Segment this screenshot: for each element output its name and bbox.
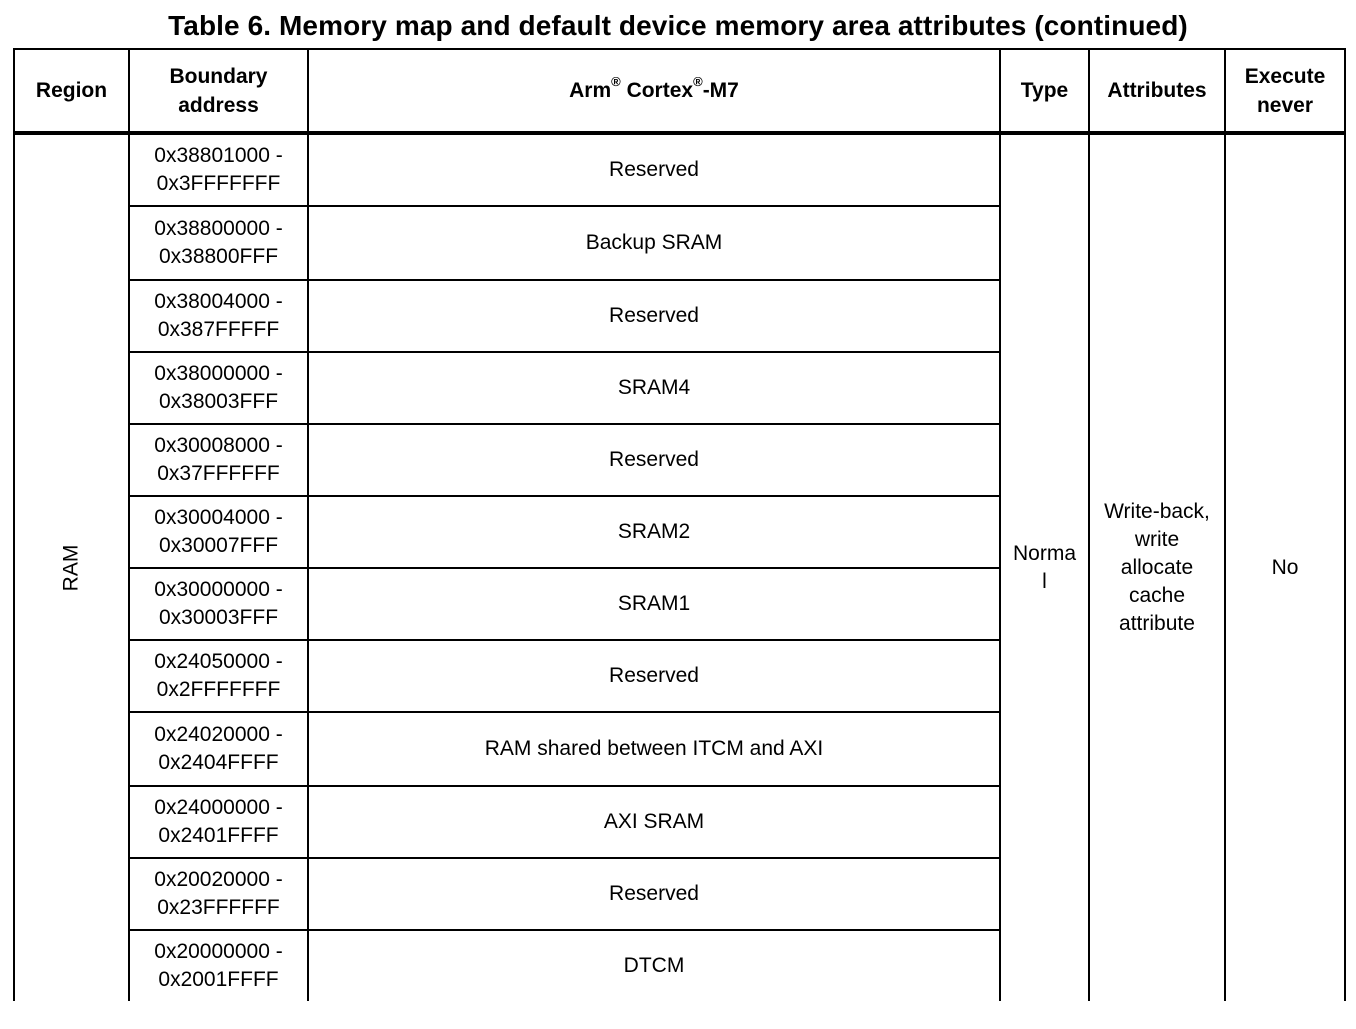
boundary-address-cell: 0x20020000 -0x23FFFFFF [128, 857, 309, 931]
area-name-cell: Reserved [307, 423, 1001, 497]
boundary-address-cell: 0x24020000 -0x2404FFFF [128, 711, 309, 787]
header-execute-line2: never [1256, 93, 1314, 117]
header-boundary-line2: address [178, 93, 259, 117]
table-row: 0x30008000 -0x37FFFFFF Reserved [14, 423, 1345, 497]
table-row: RAM 0x38801000 -0x3FFFFFFF Reserved Norm… [13, 132, 1346, 1001]
area-name-cell: Reserved [307, 639, 1001, 713]
registered-mark: ® [693, 74, 703, 89]
boundary-address-cell: 0x38004000 -0x387FFFFF [128, 279, 309, 353]
header-boundary-line1: Boundary [169, 64, 268, 88]
header-m7: -M7 [702, 79, 739, 102]
area-name-cell: SRAM1 [307, 567, 1001, 641]
area-name-cell: DTCM [307, 929, 1001, 1001]
boundary-address-cell: 0x30000000 -0x30003FFF [128, 567, 309, 641]
area-name-cell: RAM shared between ITCM and AXI [307, 711, 1001, 787]
table-row: 0x38000000 -0x38003FFF SRAM4 [14, 351, 1345, 425]
header-cortex: Cortex [620, 79, 694, 102]
header-attributes: Attributes [1088, 48, 1226, 135]
table-row: 0x30004000 -0x30007FFF SRAM2 [14, 495, 1345, 569]
attributes-cell: Write-back, write allocate cache attribu… [1088, 132, 1226, 1001]
type-line2: l [1042, 570, 1047, 593]
boundary-address-cell: 0x30004000 -0x30007FFF [128, 495, 309, 569]
table-row: 0x24050000 -0x2FFFFFFF Reserved [14, 639, 1345, 713]
type-cell: Norma l [999, 132, 1090, 1001]
table-row: 0x24020000 -0x2404FFFF RAM shared betwee… [14, 711, 1345, 787]
region-label: RAM [59, 544, 83, 592]
area-name-cell: Reserved [307, 132, 1001, 207]
boundary-address-cell: 0x24000000 -0x2401FFFF [128, 785, 309, 859]
boundary-address-cell: 0x30008000 -0x37FFFFFF [128, 423, 309, 497]
area-name-cell: SRAM4 [307, 351, 1001, 425]
table-row: 0x30000000 -0x30003FFF SRAM1 [14, 567, 1345, 641]
boundary-address-cell: 0x20000000 -0x2001FFFF [128, 929, 309, 1001]
area-name-cell: AXI SRAM [307, 785, 1001, 859]
area-name-cell: SRAM2 [307, 495, 1001, 569]
area-name-cell: Reserved [307, 279, 1001, 353]
header-row: Region Boundary address Arm® Cortex®-M7 … [13, 48, 1346, 135]
area-name-cell: Reserved [307, 857, 1001, 931]
region-cell: RAM [13, 132, 130, 1001]
registered-mark: ® [611, 74, 621, 89]
header-arm-cortex-m7: Arm® Cortex®-M7 [307, 48, 1001, 135]
table-row: 0x38004000 -0x387FFFFF Reserved [14, 279, 1345, 353]
boundary-address-cell: 0x24050000 -0x2FFFFFFF [128, 639, 309, 713]
table-title: Table 6. Memory map and default device m… [168, 10, 1188, 41]
header-execute-line1: Execute [1244, 64, 1326, 88]
table-row: 0x24000000 -0x2401FFFF AXI SRAM [14, 785, 1345, 859]
memory-map-table: Region Boundary address Arm® Cortex®-M7 … [13, 48, 1346, 1001]
type-line1: Norma [1012, 542, 1076, 565]
table-row: 0x20020000 -0x23FFFFFF Reserved [14, 857, 1345, 931]
execute-never-cell: No [1224, 132, 1346, 1001]
header-execute-never: Execute never [1224, 48, 1346, 135]
boundary-address-cell: 0x38000000 -0x38003FFF [128, 351, 309, 425]
table-row: 0x20000000 -0x2001FFFF DTCM [14, 929, 1345, 1001]
area-name-cell: Backup SRAM [307, 205, 1001, 281]
boundary-address-cell: 0x38801000 -0x3FFFFFFF [128, 132, 309, 207]
header-type: Type [999, 48, 1090, 135]
boundary-address-cell: 0x38800000 -0x38800FFF [128, 205, 309, 281]
header-arm: Arm [569, 79, 612, 102]
header-region: Region [13, 48, 130, 135]
table-row: 0x38800000 -0x38800FFF Backup SRAM [14, 205, 1345, 281]
header-boundary-address: Boundary address [128, 48, 309, 135]
